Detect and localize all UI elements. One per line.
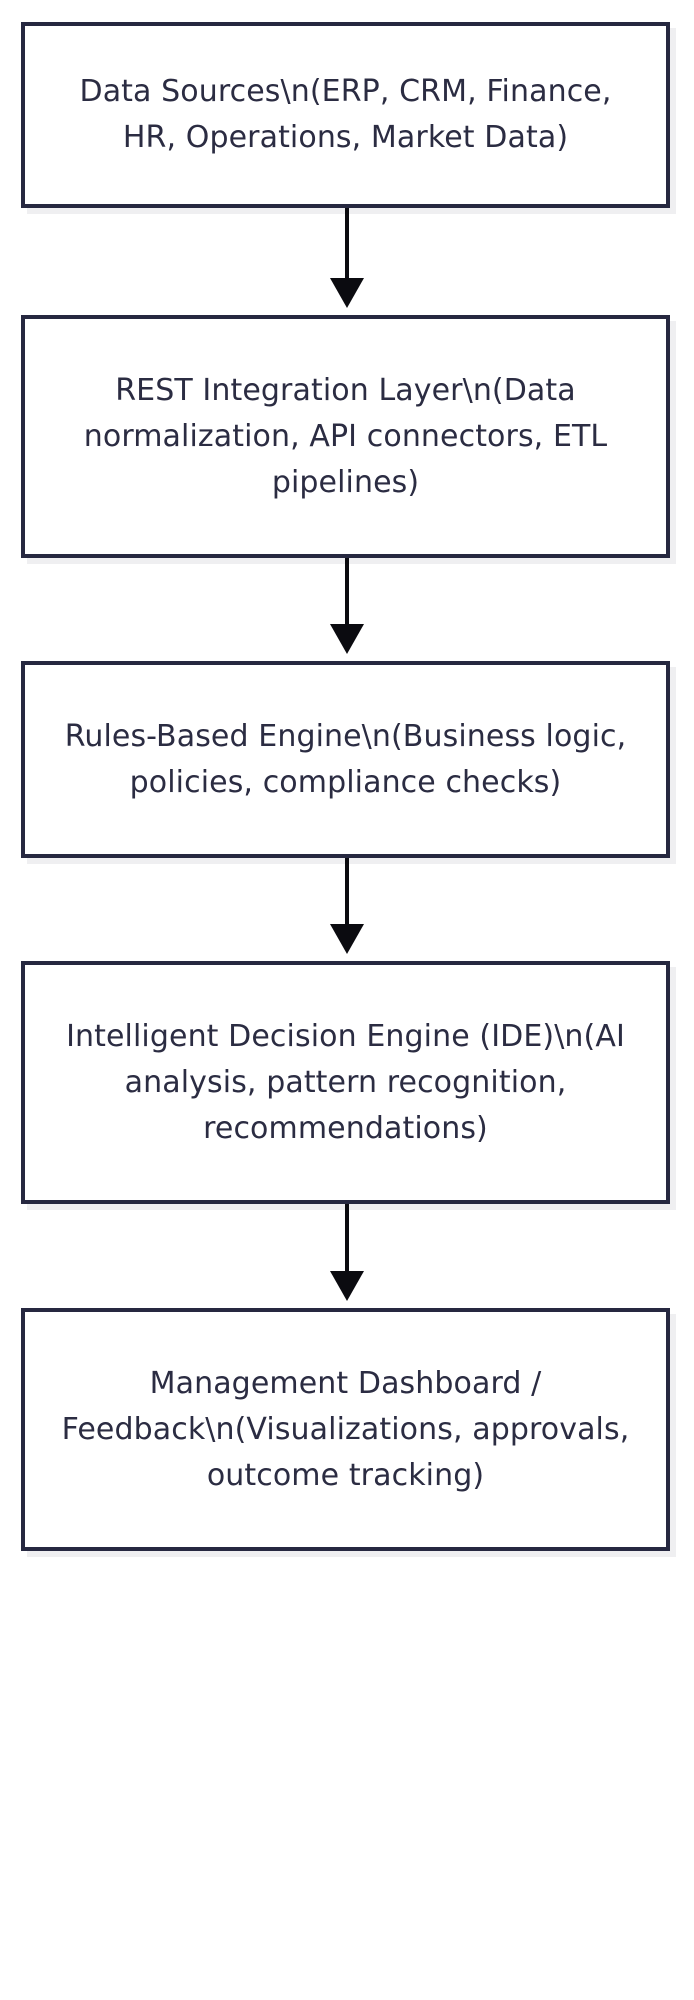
flowchart-node-rules-based-engine[interactable]: Rules-Based Engine\n(Business logic, pol… [21, 661, 670, 858]
flowchart-edge-data-sources-to-rest-integration-layer [330, 208, 364, 308]
flowchart-node-label: Intelligent Decision Engine (IDE)\n(AI a… [66, 1018, 625, 1146]
flowchart-node-intelligent-decision-engine[interactable]: Intelligent Decision Engine (IDE)\n(AI a… [21, 961, 670, 1204]
flowchart-edge-intelligent-decision-engine-to-management-dashboard-feedback [330, 1204, 364, 1301]
flowchart-node-rest-integration-layer[interactable]: REST Integration Layer\n(Data normalizat… [21, 315, 670, 558]
arrow-shaft [345, 208, 349, 280]
flowchart-edge-rules-based-engine-to-intelligent-decision-engine [330, 858, 364, 954]
flowchart-node-label: REST Integration Layer\n(Data normalizat… [83, 372, 608, 500]
flowchart-node-data-sources[interactable]: Data Sources\n(ERP, CRM, Finance, HR, Op… [21, 22, 670, 208]
flowchart-node-label: Data Sources\n(ERP, CRM, Finance, HR, Op… [79, 74, 612, 155]
flowchart-edge-rest-integration-layer-to-rules-based-engine [330, 558, 364, 654]
arrow-shaft [345, 558, 349, 626]
arrow-head-down-icon [330, 1271, 364, 1301]
flowchart-node-label: Rules-Based Engine\n(Business logic, pol… [64, 718, 627, 800]
arrow-shaft [345, 1204, 349, 1273]
flowchart-node-management-dashboard-feedback[interactable]: Management Dashboard / Feedback\n(Visual… [21, 1308, 670, 1551]
arrow-shaft [345, 858, 349, 926]
flowchart-node-label: Management Dashboard / Feedback\n(Visual… [61, 1365, 630, 1493]
arrow-head-down-icon [330, 278, 364, 308]
arrow-head-down-icon [330, 624, 364, 654]
arrow-head-down-icon [330, 924, 364, 954]
